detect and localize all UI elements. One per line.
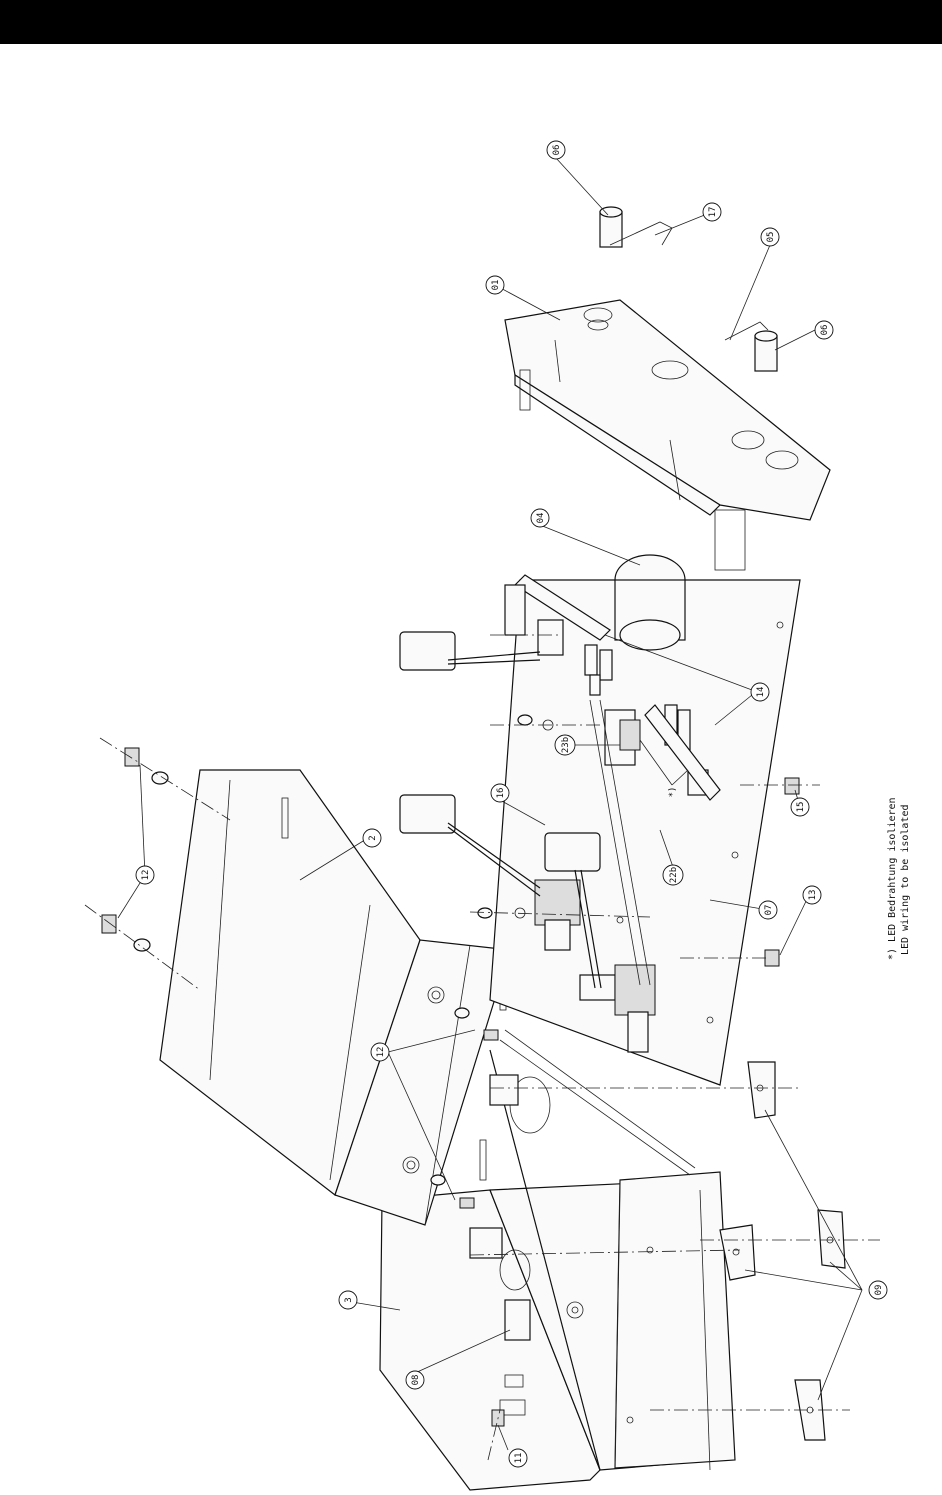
knob [615, 555, 685, 650]
callout-08: 08 [406, 1371, 424, 1389]
led-wiring-note: *) LED Bedrahtung isolieren LED wiring t… [887, 797, 911, 960]
callout-14: 14 [751, 683, 769, 701]
svg-text:04: 04 [536, 513, 546, 524]
svg-text:2: 2 [368, 835, 378, 840]
callout-15: 15 [791, 798, 809, 816]
clamp-blocks [720, 1062, 845, 1440]
svg-text:12: 12 [141, 870, 151, 881]
front-panel [505, 300, 830, 570]
callout-01: 01 [486, 276, 504, 294]
note-line-2: LED wiring to be isolated [900, 804, 911, 955]
callout-11: 11 [509, 1449, 527, 1467]
callout-05: 05 [761, 228, 779, 246]
svg-text:01: 01 [491, 280, 501, 291]
svg-text:06: 06 [552, 145, 562, 156]
svg-text:12: 12 [376, 1047, 386, 1058]
svg-text:3: 3 [344, 1297, 354, 1302]
callout-06-top: 06 [547, 141, 565, 159]
callout-17: 17 [703, 203, 721, 221]
svg-text:*): *) [668, 787, 678, 798]
svg-text:11: 11 [514, 1453, 524, 1464]
svg-text:14: 14 [756, 687, 766, 698]
svg-text:22b: 22b [669, 867, 679, 883]
callout-23b: 23b [555, 735, 575, 755]
svg-text:16: 16 [496, 788, 506, 799]
svg-text:05: 05 [766, 232, 776, 243]
svg-text:07: 07 [764, 905, 774, 916]
callout-07: 07 [759, 901, 777, 919]
callout-16: 16 [491, 784, 509, 802]
svg-text:23b: 23b [561, 737, 571, 753]
callout-3: 3 [339, 1291, 357, 1309]
svg-text:09: 09 [874, 1285, 884, 1296]
callout-12-top: 12 [136, 866, 154, 884]
callout-04: 04 [531, 509, 549, 527]
callout-13: 13 [803, 886, 821, 904]
callout-22b: 22b [663, 865, 683, 885]
svg-text:06: 06 [820, 325, 830, 336]
note-line-1: *) LED Bedrahtung isolieren [887, 797, 898, 960]
cover [160, 770, 510, 1225]
callout-star: *) [668, 787, 678, 798]
svg-text:08: 08 [411, 1375, 421, 1386]
svg-text:17: 17 [708, 207, 718, 218]
svg-text:13: 13 [808, 890, 818, 901]
svg-text:15: 15 [796, 802, 806, 813]
callout-09: 09 [869, 1281, 887, 1299]
callout-2: 2 [363, 829, 381, 847]
callout-12-mid: 12 [371, 1043, 389, 1061]
callout-06-bottom: 06 [815, 321, 833, 339]
